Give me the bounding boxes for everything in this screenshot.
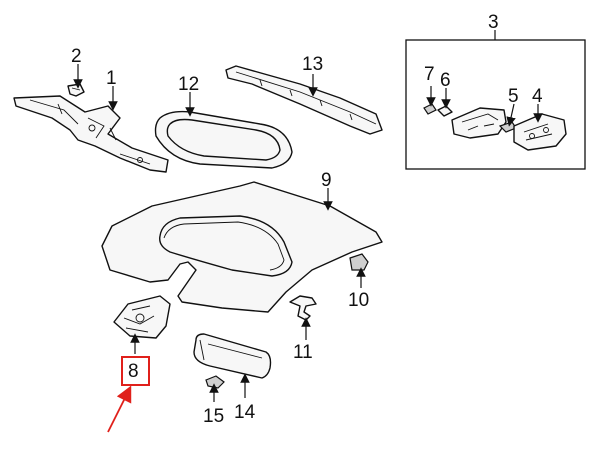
callout-6: 6 [440,70,451,91]
inset-box [405,39,586,170]
part-14-sunvisor [193,333,272,379]
leader-lines [73,30,543,402]
callout-3: 3 [488,12,499,33]
part-7-bulb [423,103,437,115]
callout-2: 2 [71,46,82,67]
callout-13: 13 [302,54,323,75]
part-6-lens [437,105,453,117]
part-4-cover [513,113,567,151]
callout-1: 1 [106,68,117,89]
part-2-clip [67,83,85,97]
part-8-bracket [113,295,171,339]
part-10-cap [349,253,369,271]
callout-7: 7 [424,64,435,85]
callout-9: 9 [321,170,332,191]
callout-12: 12 [178,74,199,95]
callouts: 1 2 3 4 5 6 7 8 9 10 11 12 13 14 15 [71,12,543,427]
part-12-sunroof-frame [154,110,293,169]
callout-11: 11 [293,342,313,363]
callout-10: 10 [348,290,369,311]
part-1-header-reinforcement [13,95,169,173]
red-pointer-arrow [107,385,132,433]
part-11-coat-hook [289,295,317,321]
callout-15: 15 [203,406,224,427]
callout-5: 5 [508,86,519,107]
highlight-box-part-8 [121,356,150,386]
callout-14: 14 [234,402,256,423]
part-3-map-lamp [451,107,507,139]
part-15-visor-clip [205,375,225,389]
part-13-rear-header-rail [225,65,383,135]
part-9-headliner [101,181,383,313]
callout-4: 4 [532,86,543,107]
callout-8: 8 [128,361,139,382]
